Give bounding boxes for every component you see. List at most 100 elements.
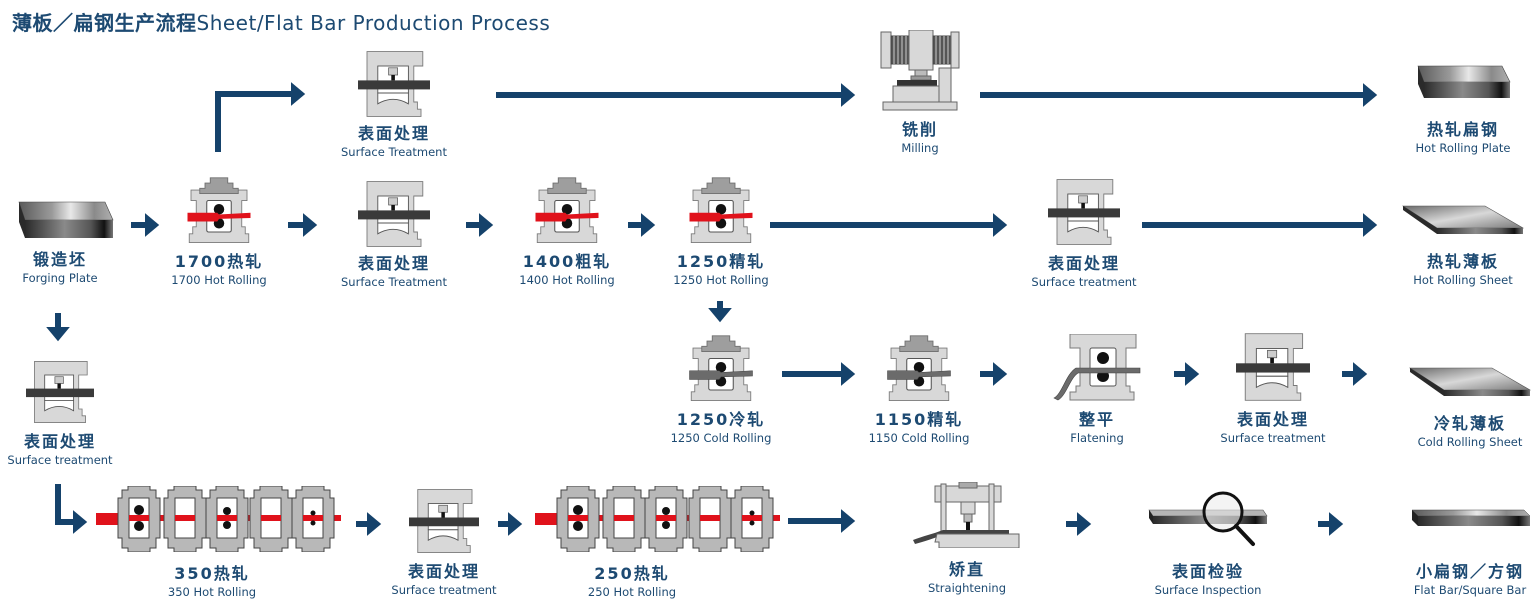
node-label-zh: 表面处理 [1236,410,1309,429]
roll [134,521,144,531]
roll [573,521,583,531]
rolling-mill-hot-icon [187,176,251,246]
node-label-zh: 表面检验 [1171,562,1244,581]
node-surface-row2: 表面处理 Surface Treatment [314,178,474,290]
steel-block-icon [18,201,114,238]
roll [662,507,670,515]
node-surface-row4: 表面处理 Surface treatment [364,486,524,598]
node-label-zh: 铣削 [901,120,938,139]
node-label-zh: 热轧薄板 [1426,252,1499,271]
node-hot-rolling-sheet: 热轧薄板 Hot Rolling Sheet [1383,200,1536,288]
page-title: 薄板／扁钢生产流程Sheet/Flat Bar Production Proce… [12,7,550,36]
node-flat-square-bar: 小扁钢／方钢 Flat Bar/Square Bar [1390,508,1536,598]
hot-strip [656,515,676,521]
roll [310,520,316,526]
node-forging-plate: 锻造坯 Forging Plate [0,196,140,286]
node-surface-row3: 表面处理 Surface treatment [1193,330,1353,446]
node-label-en: 250 Hot Rolling [587,585,677,599]
node-label-zh: 1250冷轧 [676,410,766,429]
hot-strip [129,515,149,521]
node-hot-250: 250热轧 250 Hot Rolling [532,564,732,600]
node-hot-1700: 1700热轧 1700 Hot Rolling [139,176,299,288]
hot-strip [175,515,195,521]
node-label-en: Milling [901,141,939,155]
roll [223,521,231,529]
node-straightening: 矫直 Straightening [887,482,1047,596]
hot-strip [742,515,762,521]
hot-strip [303,515,323,521]
node-label-zh: 热轧扁钢 [1426,120,1499,139]
node-label-en: 1250 Cold Rolling [670,431,772,445]
continuous-rolling-mill-icon [535,486,780,552]
node-label-en: Surface treatment [1031,275,1137,289]
hot-strip [261,515,281,521]
node-label-en: 1150 Cold Rolling [868,431,970,445]
node-label-zh: 1250精轧 [676,252,766,271]
node-label-en: Surface Treatment [341,145,447,159]
node-surface-top: 表面处理 Surface Treatment [314,48,474,160]
surface-treatment-machine-icon [1048,176,1120,248]
node-label-zh: 1400粗轧 [522,252,612,271]
rolling-mill-cold-icon [887,334,951,404]
node-label-en: 1700 Hot Rolling [171,273,267,287]
steel-bar-icon [1411,509,1531,526]
surface-treatment-machine-icon [358,48,430,120]
title-zh: 薄板／扁钢生产流程 [12,11,197,35]
node-label-zh: 1150精轧 [874,410,964,429]
arrow-surface-left-to-350 [55,484,88,534]
node-label-en: Surface treatment [1220,431,1326,445]
straightening-press-icon [913,482,1020,548]
hot-strip [700,515,720,521]
roll [223,507,231,515]
node-label-en: Straightening [927,581,1007,595]
node-label-en: Surface Treatment [341,275,447,289]
steel-sheet-icon [1408,367,1532,396]
node-surface-row2b: 表面处理 Surface treatment [1004,176,1164,290]
arrow-1700-to-surface-top [215,82,306,152]
node-label-en: Flat Bar/Square Bar [1413,583,1527,597]
node-label-en: 350 Hot Rolling [167,585,257,599]
node-finish-1250: 1250精轧 1250 Hot Rolling [641,176,801,288]
node-label-en: 1250 Hot Rolling [673,273,769,287]
roll [134,505,144,515]
node-label-zh: 表面处理 [1047,254,1120,273]
roll [749,520,755,526]
node-label-zh: 1700热轧 [174,252,264,271]
node-label-zh: 表面处理 [357,254,430,273]
node-label-zh: 表面处理 [357,124,430,143]
continuous-rolling-mill-icon [96,486,341,552]
node-milling: 铣削 Milling [840,30,1000,156]
milling-machine-icon [880,30,960,111]
rolling-mill-cold-icon [689,334,753,404]
node-label-en: Surface treatment [7,453,113,467]
node-cold-1250: 1250冷轧 1250 Cold Rolling [641,334,801,446]
node-label-en: Flatening [1070,431,1124,445]
node-cold-1150: 1150精轧 1150 Cold Rolling [839,334,999,446]
node-flatening: 整平 Flatening [1017,334,1177,446]
magnifier-inspection-icon [1148,491,1268,546]
rolling-mill-hot-icon [689,176,753,246]
roll [662,521,670,529]
node-label-zh: 250热轧 [594,564,670,583]
node-label-en: Hot Rolling Plate [1415,141,1511,155]
node-label-zh: 表面处理 [23,432,96,451]
node-label-zh: 矫直 [948,560,985,579]
surface-treatment-machine-icon [1236,330,1310,404]
node-label-zh: 冷轧薄板 [1433,414,1506,433]
node-label-zh: 锻造坯 [32,250,87,269]
node-label-en: Forging Plate [22,271,98,285]
node-cold-rolling-sheet: 冷轧薄板 Cold Rolling Sheet [1390,362,1536,450]
node-surface-inspection: 表面检验 Surface Inspection [1128,484,1288,598]
steel-plate-icon [1417,65,1511,98]
node-label-zh: 小扁钢／方钢 [1415,562,1524,581]
node-label-en: Hot Rolling Sheet [1413,273,1513,287]
surface-treatment-machine-icon [358,178,430,250]
surface-treatment-machine-icon [409,486,479,556]
node-label-en: Surface treatment [391,583,497,597]
steel-sheet-icon [1401,205,1525,234]
node-label-zh: 表面处理 [407,562,480,581]
node-surface-left: 表面处理 Surface treatment [0,358,140,468]
node-label-zh: 350热轧 [174,564,250,583]
roll [749,510,755,516]
